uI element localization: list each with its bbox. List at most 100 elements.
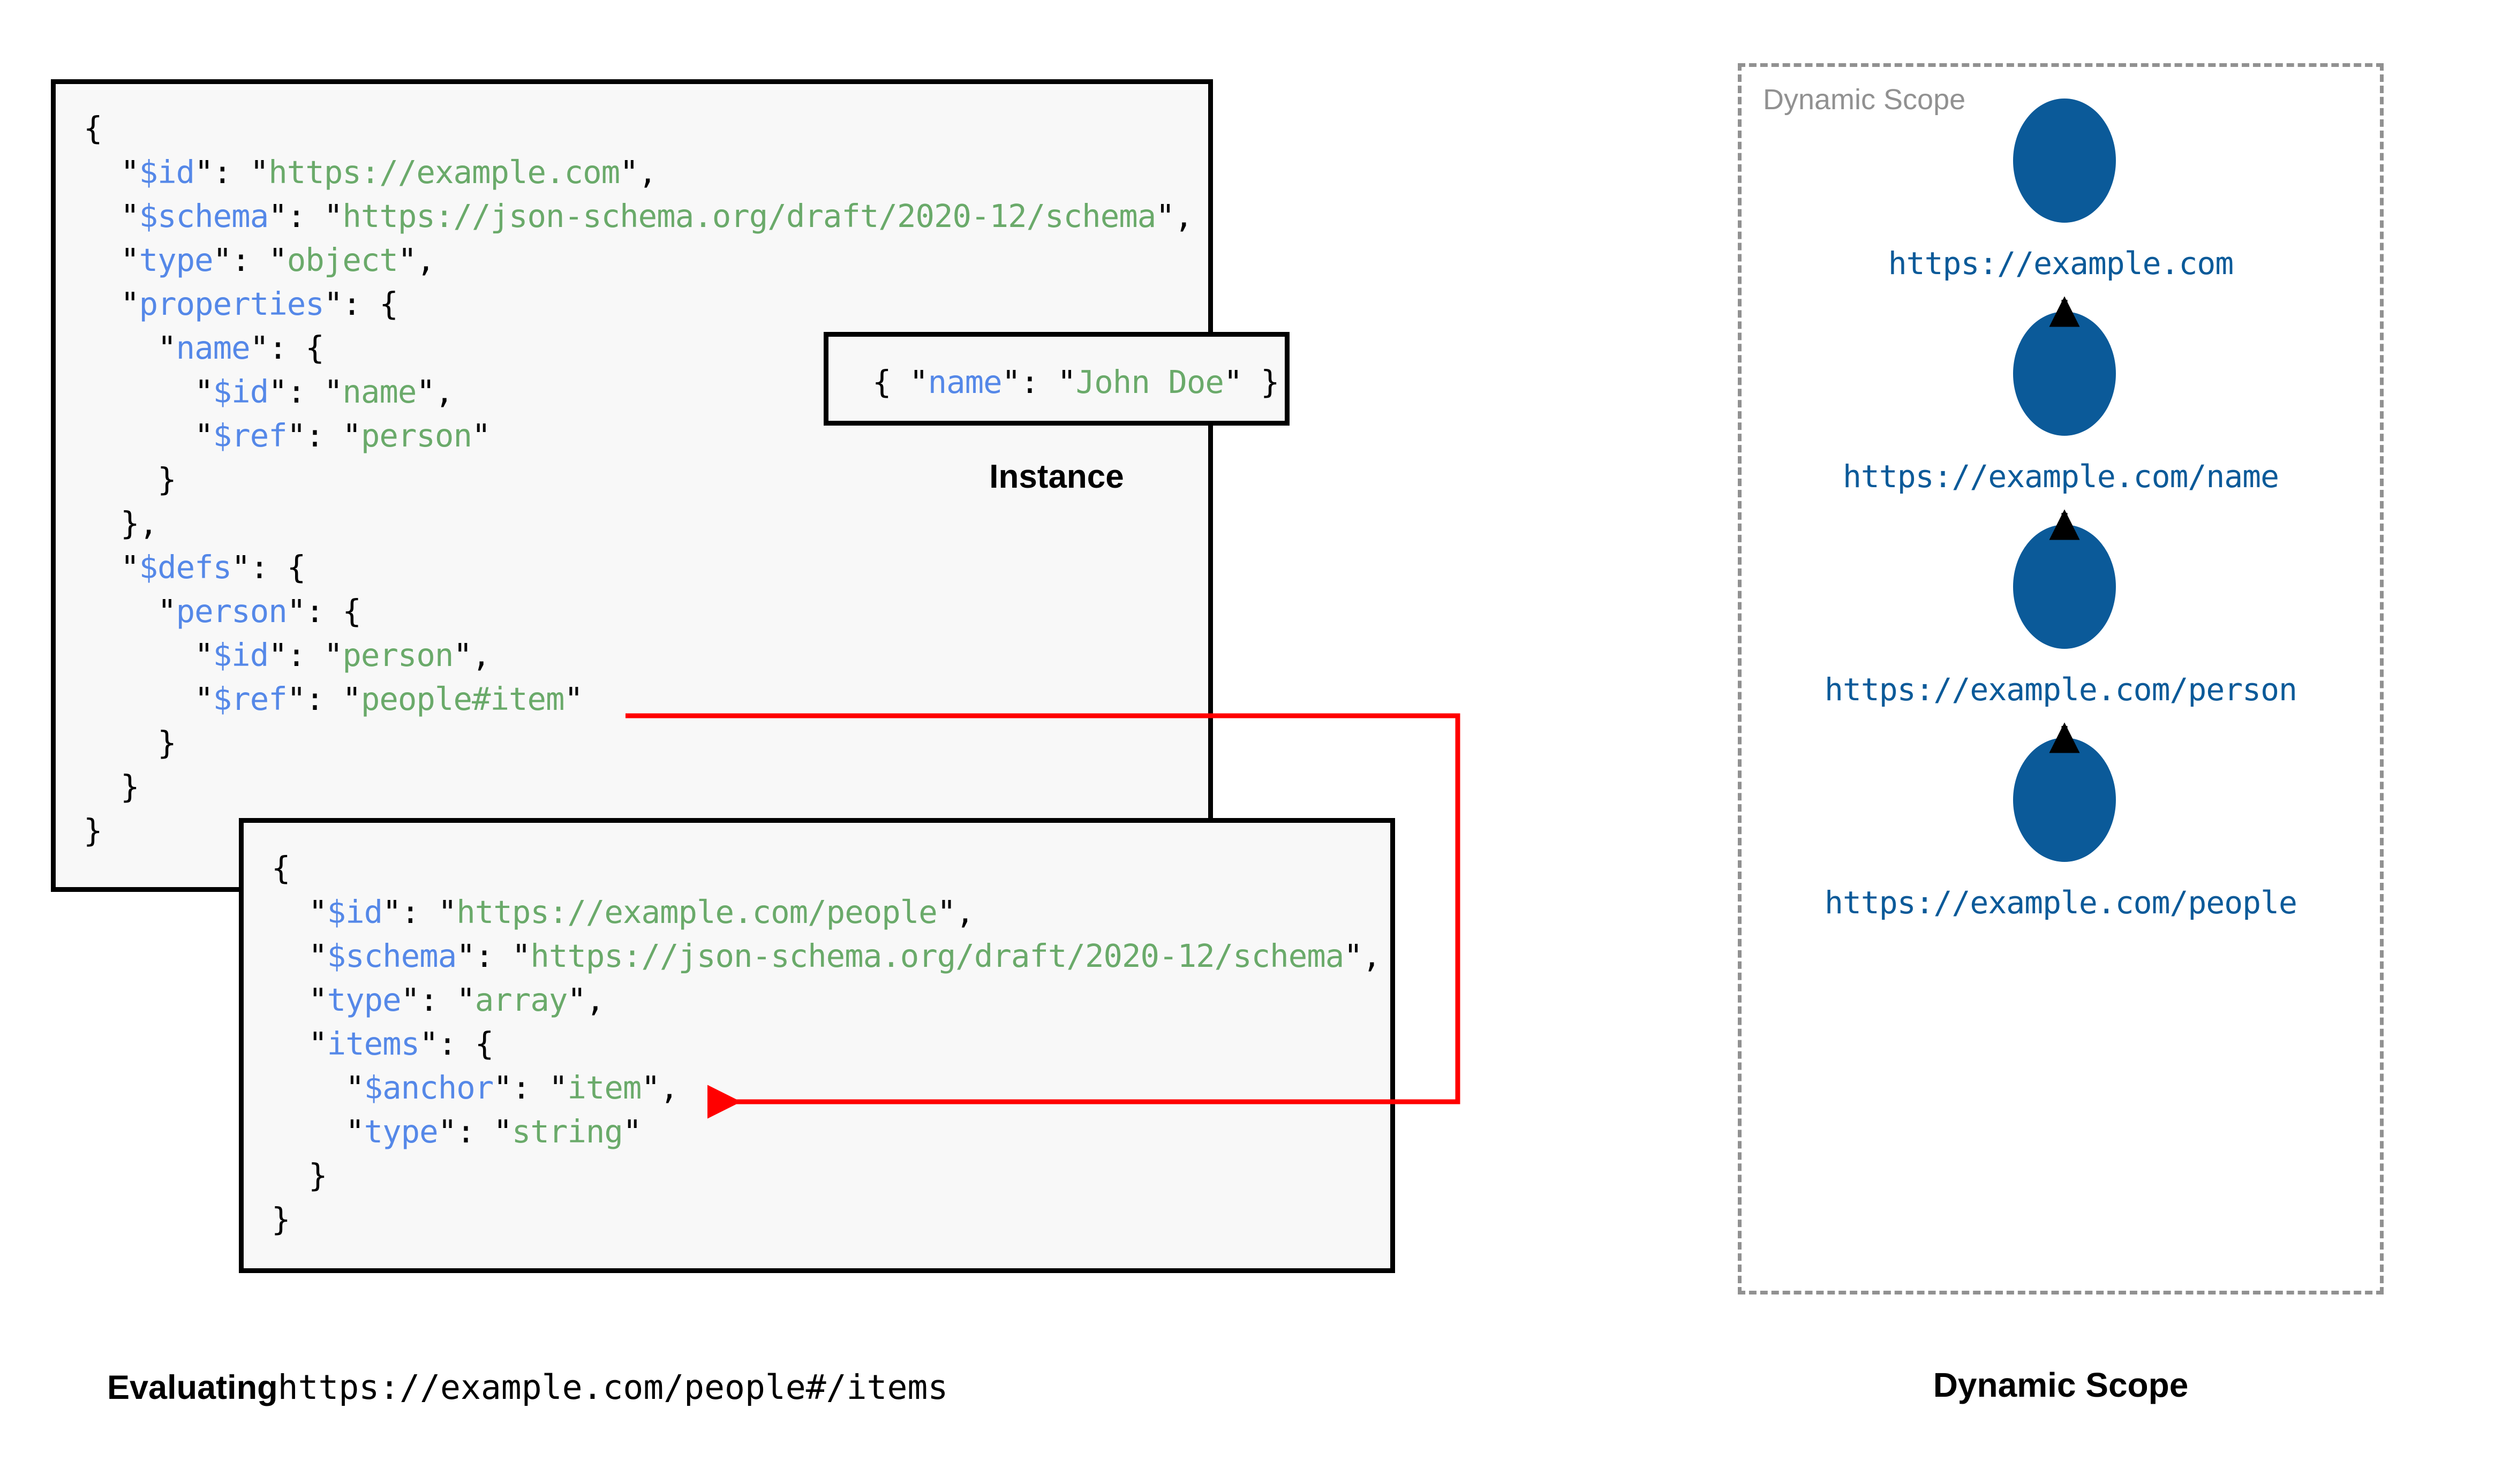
code-token-key: $schema — [327, 937, 457, 974]
code-line: "type": "string" — [272, 1110, 1381, 1154]
code-token-punct: ": { — [323, 285, 398, 322]
instance-caption: Instance — [989, 458, 1124, 495]
code-token-punct: " — [84, 241, 140, 278]
code-token-punct: } — [272, 1201, 291, 1238]
code-line: "$id": "person", — [84, 633, 1193, 677]
code-token-key: $id — [139, 154, 195, 191]
code-token-str: John Doe — [1075, 364, 1224, 400]
code-token-str: https://json-schema.org/draft/2020-12/sc… — [530, 937, 1344, 974]
code-token-punct: ", — [620, 154, 657, 191]
code-token-punct: " — [272, 1069, 365, 1106]
code-token-key: items — [327, 1025, 420, 1062]
code-token-punct: " — [564, 680, 584, 717]
code-token-punct: " — [84, 373, 214, 410]
code-token-str: https://example.com/people — [456, 894, 938, 930]
code-token-punct: { — [84, 110, 103, 147]
code-token-punct: " — [272, 894, 328, 930]
code-token-punct: ": { — [287, 593, 361, 630]
code-token-punct: ": { — [419, 1025, 494, 1062]
code-token-punct: " — [84, 198, 140, 234]
scope-node-0 — [2013, 99, 2116, 223]
code-token-str: item — [567, 1069, 642, 1106]
code-token-punct: ": " — [456, 937, 531, 974]
code-token-str: https://json-schema.org/draft/2020-12/sc… — [342, 198, 1156, 234]
code-token-punct: " — [272, 981, 328, 1018]
code-token-punct: " — [84, 329, 177, 366]
code-line: "$id": "https://example.com", — [84, 150, 1193, 194]
code-token-punct: } — [272, 1157, 328, 1194]
code-token-punct: ", — [1344, 937, 1381, 974]
code-token-str: array — [474, 981, 568, 1018]
code-line: "$defs": { — [84, 546, 1193, 589]
evaluating-label: Evaluating — [107, 1369, 278, 1406]
code-token-key: $id — [213, 373, 269, 410]
dynamic-scope-title: Dynamic Scope — [1763, 84, 1966, 116]
code-token-punct: ": " — [268, 198, 343, 234]
code-token-punct: ": " — [438, 1113, 513, 1150]
code-line: "properties": { — [84, 282, 1193, 326]
code-token-punct: ", — [416, 373, 454, 410]
code-line: "name": { — [84, 326, 1193, 370]
code-line: "type": "array", — [272, 978, 1381, 1022]
instance-code: { "name": "John Doe" } — [872, 360, 1280, 404]
code-token-punct: " — [622, 1113, 642, 1150]
code-token-punct: ": " — [287, 680, 361, 717]
code-token-key: name — [928, 364, 1003, 400]
code-token-key: person — [176, 593, 288, 630]
code-token-punct: " — [272, 1025, 328, 1062]
code-token-punct: " — [84, 285, 140, 322]
code-token-punct: ": " — [1001, 364, 1076, 400]
scope-node-label-1: https://example.com/name — [1842, 458, 2279, 495]
code-line: } — [272, 1154, 1381, 1198]
code-token-str: object — [287, 241, 398, 278]
dynamic-scope-panel — [1738, 63, 2384, 1294]
scope-node-1 — [2013, 312, 2116, 436]
code-token-key: name — [176, 329, 251, 366]
code-token-punct: }, — [84, 505, 158, 542]
code-token-key: type — [327, 981, 402, 1018]
code-line: "$id": "https://example.com/people", — [272, 890, 1381, 934]
code-token-punct: ": " — [382, 894, 457, 930]
people-schema-box: { "$id": "https://example.com/people", "… — [239, 818, 1395, 1273]
code-token-punct: } — [84, 812, 103, 849]
code-token-str: person — [360, 417, 472, 454]
code-line: "person": { — [84, 589, 1193, 633]
code-line: } — [272, 1198, 1381, 1241]
scope-node-label-2: https://example.com/person — [1825, 671, 2297, 708]
code-token-key: type — [364, 1113, 439, 1150]
code-token-punct: ": " — [194, 154, 269, 191]
evaluating-caption: Evaluatinghttps://example.com/people#/it… — [107, 1368, 948, 1407]
code-token-punct: ": " — [213, 241, 288, 278]
code-token-str: name — [342, 373, 417, 410]
code-token-punct: } — [84, 724, 177, 761]
code-token-punct: ", — [567, 981, 605, 1018]
code-token-key: $id — [327, 894, 383, 930]
code-token-punct: { — [272, 850, 291, 887]
code-token-punct: " — [84, 680, 214, 717]
code-token-punct: ", — [453, 637, 491, 673]
code-token-key: $anchor — [364, 1069, 494, 1106]
scope-node-3 — [2013, 738, 2116, 862]
code-line: } — [84, 809, 1193, 853]
code-line: }, — [84, 502, 1193, 546]
code-line: "items": { — [272, 1022, 1381, 1066]
code-token-punct: ": { — [250, 329, 325, 366]
code-token-punct: " — [84, 417, 214, 454]
code-line: { "name": "John Doe" } — [872, 360, 1280, 404]
instance-box: { "name": "John Doe" } — [824, 332, 1290, 426]
code-token-key: $schema — [139, 198, 269, 234]
code-line: { — [272, 846, 1381, 890]
code-line: "$ref": "person" — [84, 414, 1193, 458]
code-token-str: people#item — [360, 680, 565, 717]
code-token-punct: ": { — [231, 549, 306, 586]
code-token-str: string — [511, 1113, 623, 1150]
people-schema-code: { "$id": "https://example.com/people", "… — [272, 846, 1381, 1241]
code-token-punct: " — [84, 549, 140, 586]
dynamic-scope-caption: Dynamic Scope — [1933, 1366, 2189, 1404]
code-line: "$schema": "https://json-schema.org/draf… — [272, 934, 1381, 978]
code-token-punct: " — [272, 937, 328, 974]
code-token-punct: ": " — [493, 1069, 568, 1106]
code-line: "$anchor": "item", — [272, 1066, 1381, 1110]
root-schema-code: { "$id": "https://example.com", "$schema… — [84, 107, 1193, 853]
